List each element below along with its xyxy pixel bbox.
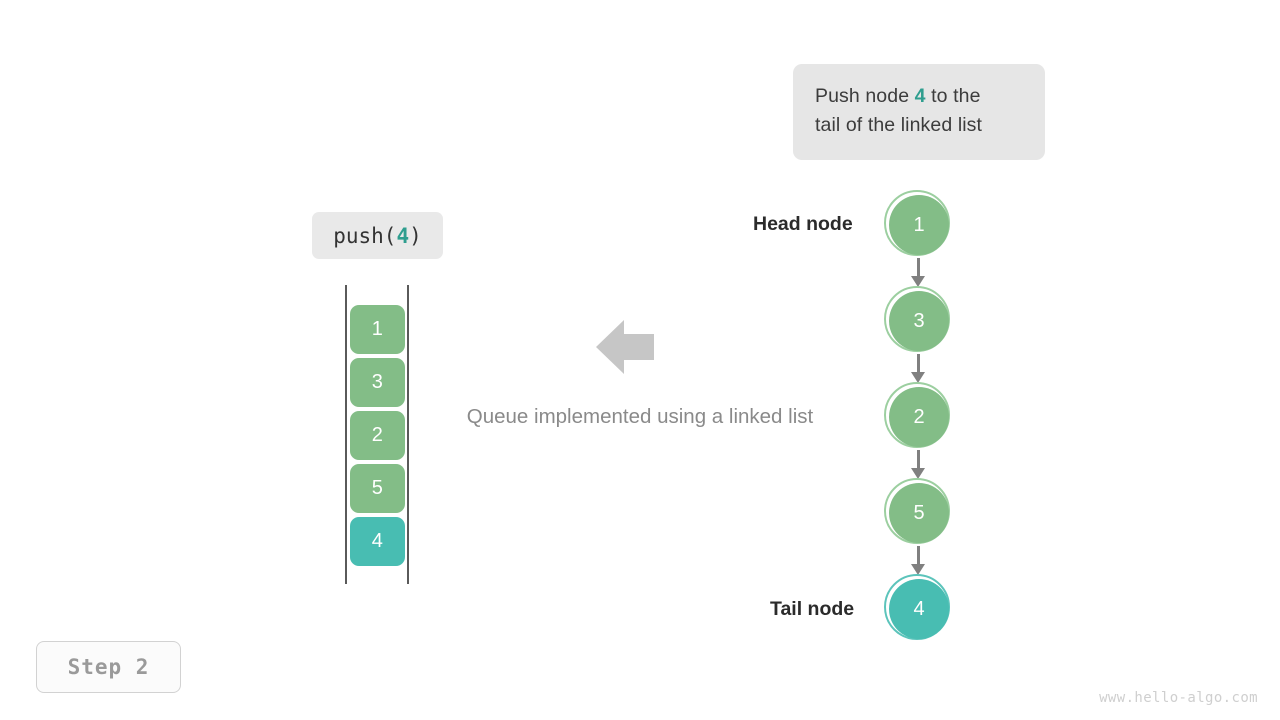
- queue-cell-value: 4: [371, 530, 384, 552]
- node-value: 2: [913, 405, 925, 428]
- queue-cell: 2: [350, 411, 405, 460]
- list-node: 4: [884, 574, 954, 644]
- node-connector-arrow: [911, 258, 943, 287]
- queue-cell: 4: [350, 517, 405, 566]
- list-node: 1: [884, 190, 954, 260]
- node-disc: 5: [889, 483, 949, 543]
- node-connector-arrow: [911, 354, 943, 383]
- list-node: 3: [884, 286, 954, 356]
- node-value: 1: [913, 213, 925, 236]
- node-connector-arrow: [911, 450, 943, 479]
- linked-list-container: 1 3 2 5: [884, 190, 956, 642]
- node-disc: 3: [889, 291, 949, 351]
- queue-cell-value: 3: [371, 371, 384, 393]
- node-ring: [884, 382, 950, 448]
- queue-rail-left: [345, 285, 347, 584]
- watermark: www.hello-algo.com: [1099, 690, 1258, 706]
- push-prefix: push(: [333, 223, 397, 248]
- step-badge: Step 2: [36, 641, 181, 693]
- node-ring: [884, 190, 950, 256]
- push-operation-label: push(4): [312, 212, 443, 259]
- queue-rail-right: [407, 285, 409, 584]
- node-disc: 4: [889, 579, 949, 639]
- callout-line1-before: Push node: [815, 85, 915, 107]
- callout-line1-after: to the: [925, 85, 981, 107]
- queue-cell: 5: [350, 464, 405, 513]
- queue-cell: 3: [350, 358, 405, 407]
- node-ring: [884, 478, 950, 544]
- node-ring: [884, 574, 950, 640]
- tail-node-label: Tail node: [770, 598, 855, 620]
- left-arrow-icon: [596, 320, 654, 374]
- queue-cell: 1: [350, 305, 405, 354]
- node-disc: 1: [889, 195, 949, 255]
- list-node: 2: [884, 382, 954, 452]
- list-node: 5: [884, 478, 954, 548]
- queue-cell-value: 5: [371, 477, 384, 499]
- annotation-callout: Push node 4 to the tail of the linked li…: [793, 64, 1045, 160]
- head-node-label: Head node: [753, 213, 853, 235]
- node-value: 5: [913, 501, 925, 524]
- node-value: 4: [913, 597, 925, 620]
- node-disc: 2: [889, 387, 949, 447]
- queue-cell-value: 1: [371, 318, 384, 340]
- node-value: 3: [913, 309, 925, 332]
- push-value: 4: [396, 223, 410, 248]
- node-connector-arrow: [911, 546, 943, 575]
- push-suffix: ): [409, 223, 422, 248]
- callout-line2: tail of the linked list: [815, 114, 983, 136]
- node-ring: [884, 286, 950, 352]
- callout-value: 4: [914, 85, 926, 107]
- queue-container: 1 3 2 5 4: [345, 285, 409, 584]
- figure-caption: Queue implemented using a linked list: [466, 405, 814, 428]
- queue-cell-value: 2: [371, 424, 384, 446]
